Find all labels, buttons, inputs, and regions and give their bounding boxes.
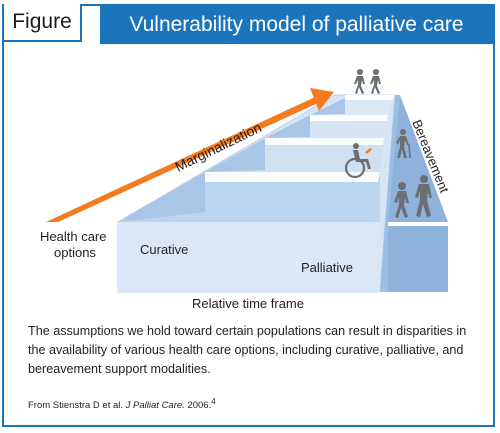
source-journal: J Palliat Care. [125, 400, 185, 412]
figure-border [2, 4, 495, 427]
vulnerability-diagram: Marginalization Bereavement [40, 69, 452, 311]
source-prefix: From Stienstra D et al. [28, 400, 124, 412]
axis-bottom-label: Relative time frame [192, 296, 304, 311]
walking-person-icon [415, 175, 432, 217]
person-with-cane-icon [396, 129, 411, 159]
figure-source: From Stienstra D et al. J Palliat Care. … [28, 397, 216, 411]
staircase [117, 94, 448, 293]
source-ref: 4 [211, 397, 216, 406]
figure-caption: The assumptions we hold toward certain p… [28, 324, 467, 376]
wheelchair-user-icon [344, 143, 372, 179]
figure-label: Figure [4, 4, 82, 42]
axis-left-label-line2: options [54, 245, 96, 260]
zone-curative-label: Curative [140, 242, 188, 257]
walking-person-icon [370, 69, 381, 94]
people-icons [344, 69, 432, 218]
axis-left-label-line1: Health care [40, 229, 106, 244]
zone-palliative-label: Palliative [301, 260, 353, 275]
marginalization-arrow [46, 88, 334, 222]
figure-title: Vulnerability model of palliative care [100, 6, 493, 44]
walking-person-icon [354, 69, 365, 94]
source-year: 2006. [187, 400, 212, 412]
walking-person-icon [394, 182, 409, 218]
